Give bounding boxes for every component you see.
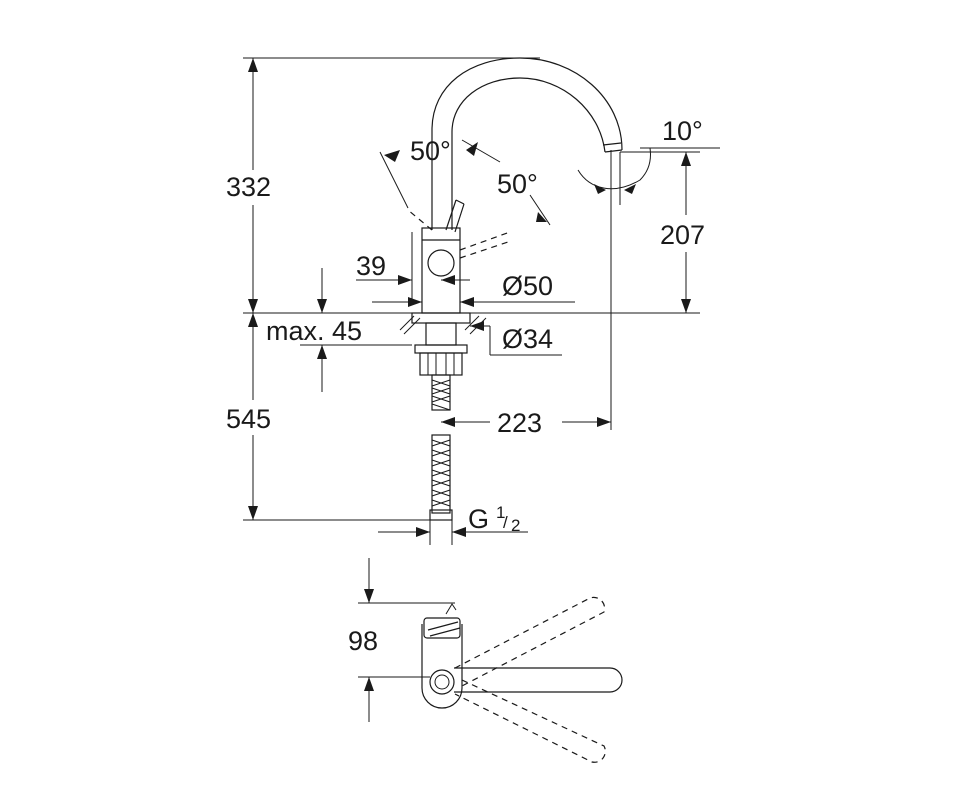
dim-332-arrow-bottom bbox=[248, 299, 258, 313]
dim-207-arrow-top bbox=[681, 152, 691, 166]
spout-tilt-arrow bbox=[594, 184, 606, 194]
side-view: 10° 50° 50° bbox=[226, 57, 720, 545]
angle-a-arrow-right bbox=[466, 142, 478, 156]
spout-inner-edge bbox=[451, 77, 606, 230]
faucet-body bbox=[421, 227, 461, 314]
dim-207-label: 207 bbox=[660, 220, 705, 250]
dim-45-label: max. 45 bbox=[266, 316, 362, 346]
top-outlet-ring-outer bbox=[429, 669, 455, 695]
dim-50-arrow-right bbox=[460, 297, 474, 307]
dim-545-label: 545 bbox=[226, 404, 271, 434]
supply-hoses bbox=[429, 374, 453, 521]
angle-a-leader-left bbox=[379, 151, 409, 209]
dim-g12-arrow-right bbox=[452, 527, 466, 537]
dim-50-arrow-left bbox=[408, 297, 422, 307]
dim-34-label: Ø34 bbox=[502, 324, 553, 354]
top-body-outline bbox=[421, 624, 463, 709]
dim-50-label: Ø50 bbox=[502, 271, 553, 301]
cartridge-circle bbox=[427, 249, 455, 277]
dim-545-arrow-top bbox=[248, 313, 258, 327]
lever-handle bbox=[445, 199, 457, 231]
top-lever-stripe-2 bbox=[429, 627, 461, 637]
dim-332-label: 332 bbox=[226, 172, 271, 202]
dim-98-arrow-top bbox=[364, 589, 374, 603]
lever-dashed-left bbox=[407, 209, 433, 231]
dim-g12-label: G bbox=[468, 504, 489, 534]
mounting-nut-ribs bbox=[427, 353, 455, 375]
dim-545-arrow-bottom bbox=[248, 506, 258, 520]
dim-34-arrow bbox=[470, 321, 484, 331]
dim-g12-arrow-left bbox=[416, 527, 430, 537]
dim-g12-fraction-den: 2 bbox=[511, 516, 520, 535]
mounting-shank bbox=[425, 322, 457, 346]
spout-outer-edge bbox=[431, 57, 623, 230]
aerator-ring bbox=[602, 142, 622, 146]
deck-washer bbox=[411, 312, 471, 324]
spout-tilt-arrow-2 bbox=[624, 184, 636, 194]
mounting-nut bbox=[419, 352, 463, 376]
angle-b-label: 50° bbox=[497, 169, 538, 199]
angle-a-arrow-left bbox=[384, 150, 400, 162]
dim-39-arrow-right bbox=[441, 275, 455, 285]
top-lever-stripe bbox=[427, 621, 459, 631]
dim-223-arrow-left bbox=[441, 417, 455, 427]
lever-dashed-right bbox=[459, 231, 511, 251]
top-view: 98 bbox=[348, 558, 623, 763]
dim-45-arrow-bottom bbox=[317, 345, 327, 359]
spout-tilt-arc bbox=[577, 147, 651, 190]
top-outlet-ring-inner bbox=[434, 674, 450, 690]
dim-39-label: 39 bbox=[356, 251, 386, 281]
spout-outlet bbox=[604, 149, 623, 153]
top-lever-base bbox=[423, 617, 461, 639]
mounting-nut-plate bbox=[414, 344, 468, 354]
top-spout-dashed-down bbox=[454, 679, 606, 763]
lever-dashed-right-edge bbox=[459, 241, 509, 259]
dim-223-arrow-right bbox=[597, 417, 611, 427]
dim-45-arrow-top bbox=[317, 299, 327, 313]
dim-g12-fraction-num: 1 bbox=[496, 503, 505, 522]
top-lever-tip bbox=[445, 603, 457, 615]
dim-39-arrow bbox=[398, 275, 412, 285]
top-spout-dashed-up bbox=[454, 596, 606, 687]
dim-332-arrow-top bbox=[248, 58, 258, 72]
spout-tilt-label: 10° bbox=[662, 116, 703, 146]
angle-a-label: 50° bbox=[410, 136, 451, 166]
dim-g12-fraction-slash: / bbox=[503, 513, 508, 532]
lever-handle-edge bbox=[454, 203, 465, 233]
angle-a-leader-right bbox=[461, 139, 501, 163]
lever-handle-tip bbox=[455, 199, 465, 205]
top-spout-solid bbox=[454, 667, 623, 693]
dim-98-label: 98 bbox=[348, 626, 378, 656]
dim-207-arrow-bottom bbox=[681, 299, 691, 313]
angle-b-leader bbox=[529, 194, 551, 226]
dim-223-label: 223 bbox=[497, 408, 542, 438]
angle-b-arrow bbox=[536, 212, 547, 222]
dim-98-arrow-bottom bbox=[364, 677, 374, 691]
